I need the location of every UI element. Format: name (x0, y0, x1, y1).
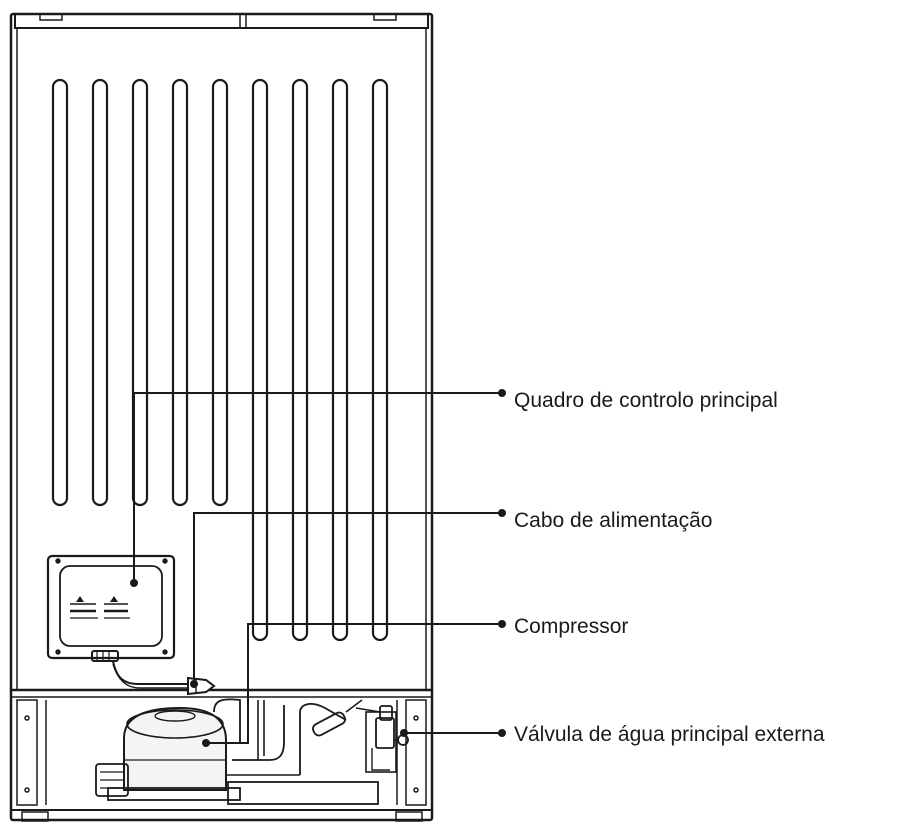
top-hinge-left (39, 13, 63, 21)
coil-tube (331, 78, 349, 642)
dot-compressor-label (498, 620, 506, 628)
coil-tube (211, 78, 229, 507)
label-main-control-board: Quadro de controlo principal (514, 389, 778, 412)
condenser-coils (51, 78, 389, 642)
compartment-brackets (16, 699, 427, 806)
control-board (46, 554, 176, 662)
cable-gland (91, 650, 119, 662)
top-hinge-right (373, 13, 397, 21)
coil-tube (171, 78, 189, 507)
compressor-assembly (95, 698, 379, 805)
coil-tube (91, 78, 109, 507)
control-board-screw (162, 649, 168, 655)
compressor-terminal-box (95, 763, 129, 797)
bracket-hole (24, 787, 30, 793)
valve-body (375, 717, 395, 749)
dot-power-cable-label (498, 509, 506, 517)
dot-water-valve-target (400, 729, 408, 737)
control-board-inner (59, 565, 163, 647)
label-external-main-water-valve: Válvula de água principal externa (514, 723, 825, 746)
compressor-mount (107, 787, 241, 801)
dot-control-board-target (130, 579, 138, 587)
valve-bracket (365, 711, 397, 773)
dot-control-board-label (498, 389, 506, 397)
cabinet-outline (9, 12, 434, 822)
control-board-outer (46, 554, 176, 660)
cabinet (9, 12, 434, 822)
bracket-hole (413, 715, 419, 721)
valve-solenoid (379, 705, 393, 721)
coil-tube (371, 78, 389, 642)
control-board-screw (55, 558, 61, 564)
coil-tube (251, 78, 269, 642)
dot-compressor-target (202, 739, 210, 747)
dot-water-valve-label (498, 729, 506, 737)
control-board-screw (55, 649, 61, 655)
bracket-hole (24, 715, 30, 721)
compressor-top (126, 709, 224, 739)
label-power-cable: Cabo de alimentação (514, 509, 713, 532)
cabinet-top-cap (14, 13, 429, 29)
foot-right (395, 811, 423, 822)
bracket-right (405, 699, 427, 806)
control-board-screw (162, 558, 168, 564)
callout-dots (130, 389, 506, 747)
dot-power-cable-target (190, 680, 198, 688)
label-compressor: Compressor (514, 615, 629, 638)
water-valve (355, 705, 409, 773)
callout-leaders (133, 392, 500, 744)
leader-control-board (133, 392, 500, 581)
coil-tube (51, 78, 69, 507)
drain-tray (227, 781, 379, 805)
coil-tube (131, 78, 149, 507)
bracket-hole (413, 787, 419, 793)
warning-sticker (70, 596, 130, 619)
leader-compressor (208, 623, 500, 744)
bracket-left (16, 699, 38, 806)
leader-power-cable (193, 512, 500, 682)
filter-drier (312, 711, 346, 737)
foot-left (21, 811, 49, 822)
power-cable (112, 660, 216, 696)
compressor-body (123, 706, 227, 791)
coil-tube (291, 78, 309, 642)
